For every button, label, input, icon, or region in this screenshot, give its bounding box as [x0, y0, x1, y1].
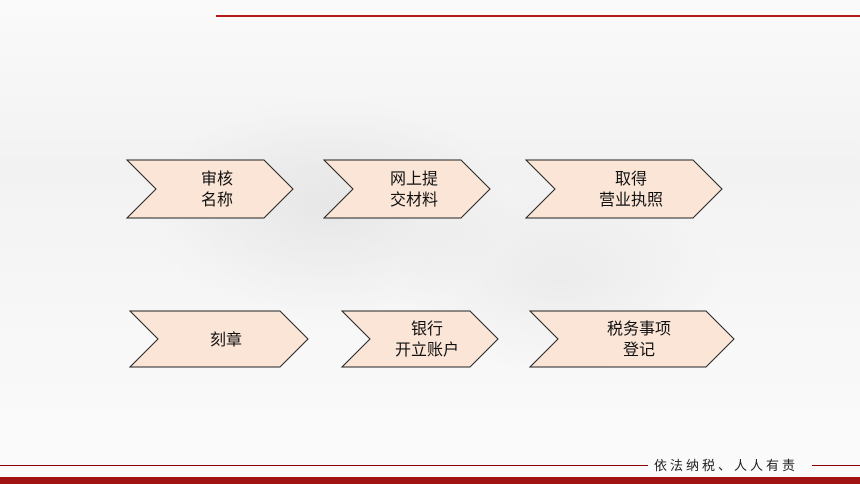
footer-slogan: 依法纳税、人人有责: [654, 459, 799, 474]
step-label: 税务事项登记: [606, 319, 671, 359]
footer-divider-right: [812, 465, 860, 466]
chevron-shape: [525, 159, 723, 219]
chevron-shape: [323, 159, 491, 219]
step-label: 银行开立账户: [394, 319, 459, 359]
footer-divider-left: [0, 465, 648, 466]
chevron-shape: [341, 310, 499, 368]
step-tax-registration[interactable]: 税务事项登记: [529, 310, 735, 368]
step-bank-account[interactable]: 银行开立账户: [341, 310, 499, 368]
step-online-submit[interactable]: 网上提交材料: [323, 159, 491, 219]
step-label: 审核名称: [200, 169, 233, 209]
chevron-shape: [126, 159, 294, 219]
step-label: 网上提交材料: [389, 169, 438, 209]
chevron-shape: [529, 310, 735, 368]
footer-accent-bar: [0, 477, 860, 484]
step-get-license[interactable]: 取得营业执照: [525, 159, 723, 219]
top-accent-line: [216, 15, 860, 17]
step-seal[interactable]: 刻章: [129, 310, 309, 368]
step-label: 刻章: [209, 329, 242, 349]
chevron-shape: [129, 310, 309, 368]
step-label: 取得营业执照: [598, 169, 663, 209]
step-review-name[interactable]: 审核名称: [126, 159, 294, 219]
